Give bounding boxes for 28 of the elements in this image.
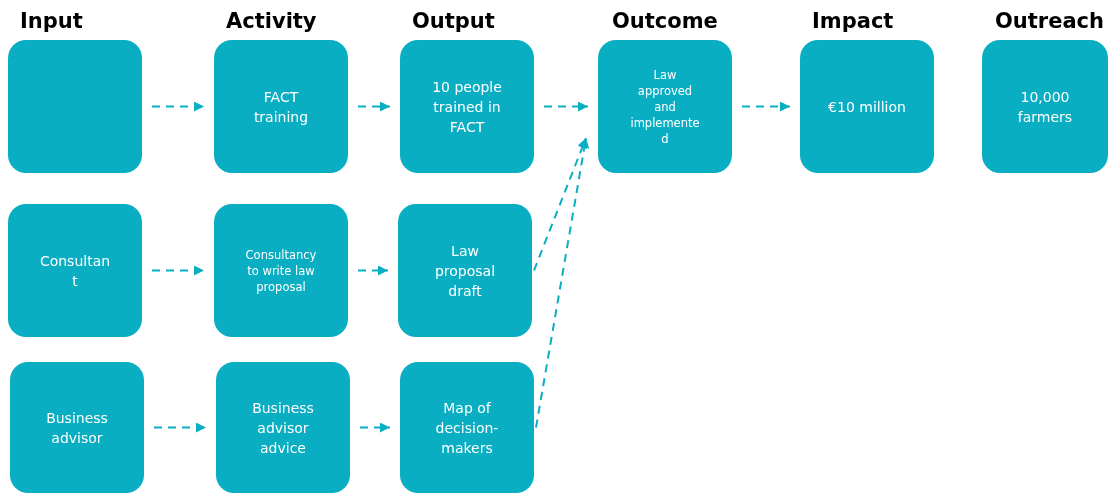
column-heading: Output: [412, 9, 495, 33]
process-box: €10 million: [800, 40, 934, 173]
process-box: Business advisor: [10, 362, 144, 493]
column-heading: Outreach: [995, 9, 1104, 33]
dashed-arrow: [533, 137, 587, 272]
process-box: FACT training: [214, 40, 348, 173]
dashed-arrow: [357, 101, 391, 112]
column-heading: Input: [20, 9, 83, 33]
process-box: Consultancy to write law proposal: [214, 204, 348, 337]
column-heading: Impact: [812, 9, 894, 33]
dashed-arrow: [741, 101, 791, 112]
column-heading: Activity: [226, 9, 317, 33]
dashed-arrow: [153, 422, 207, 433]
column-heading: Outcome: [612, 9, 718, 33]
process-box: Consultan t: [8, 204, 142, 337]
process-box: Business advisor advice: [216, 362, 350, 493]
process-box: 10 people trained in FACT: [400, 40, 534, 173]
dashed-arrow: [151, 101, 205, 112]
dashed-arrow: [543, 101, 589, 112]
empty-box: [8, 40, 142, 173]
process-box: Law proposal draft: [398, 204, 532, 337]
dashed-arrow: [359, 422, 391, 433]
process-box: Map of decision-makers: [400, 362, 534, 493]
process-box: 10,000 farmers: [982, 40, 1108, 173]
dashed-arrow: [535, 137, 590, 429]
dashed-arrow: [357, 265, 389, 276]
process-box: Law approved and implemente d: [598, 40, 732, 173]
dashed-arrow: [151, 265, 205, 276]
